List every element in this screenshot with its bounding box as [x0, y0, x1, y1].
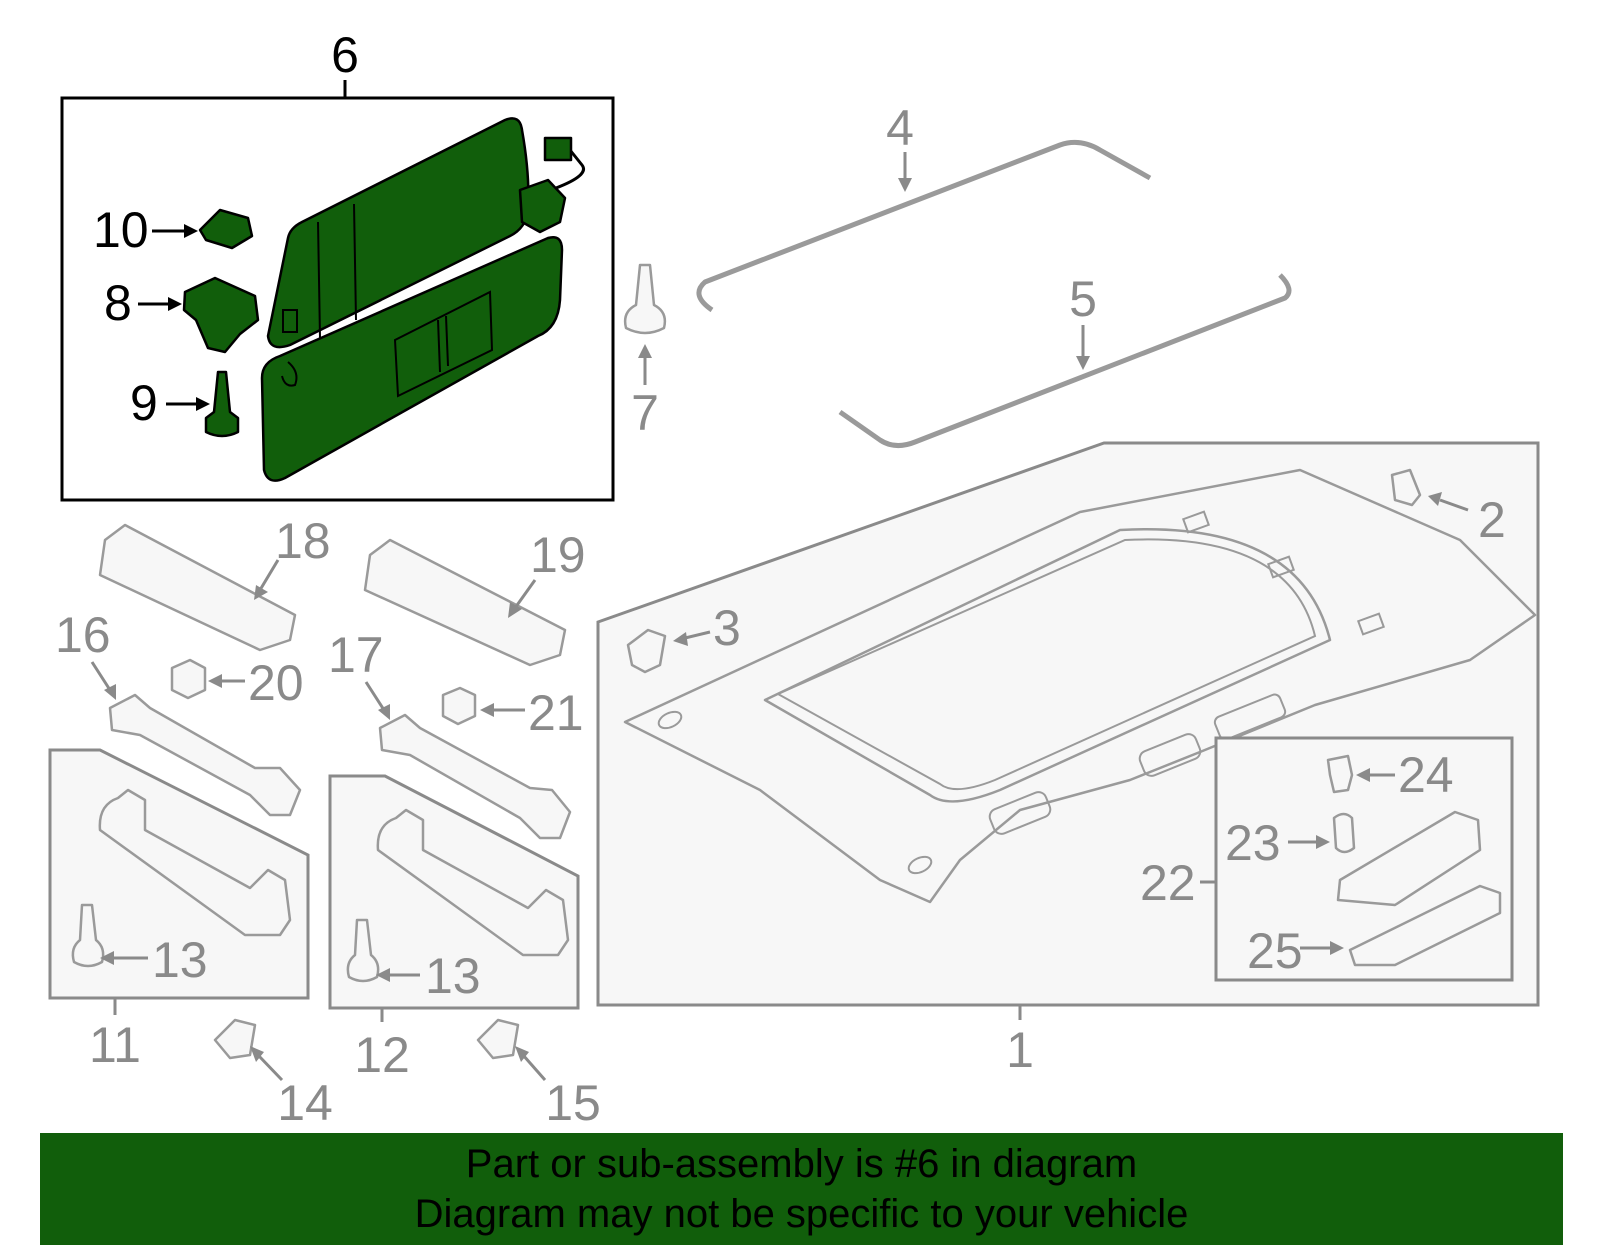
- seal-5-group: 5: [838, 271, 1292, 448]
- clip-10[interactable]: [198, 208, 254, 250]
- cap-15[interactable]: [476, 1018, 520, 1060]
- callout-20: 20: [248, 655, 304, 711]
- screw-13a[interactable]: [71, 903, 105, 968]
- handle-base-16[interactable]: [108, 693, 302, 817]
- seal-5[interactable]: [838, 273, 1292, 448]
- banner-line-1: Part or sub-assembly is #6 in diagram: [465, 1142, 1138, 1186]
- bracket-19[interactable]: [363, 538, 567, 667]
- callout-13b: 13: [425, 948, 481, 1004]
- callout-4: 4: [886, 100, 914, 156]
- seal-4-group: 4: [696, 100, 1152, 313]
- handle-base-17-group: 17: [328, 627, 572, 840]
- callout-11: 11: [89, 1017, 141, 1073]
- banner-line-2: Diagram may not be specific to your vehi…: [414, 1192, 1189, 1236]
- grab-handle-11[interactable]: [98, 788, 292, 937]
- visor-hinge: [518, 178, 567, 234]
- callout-17: 17: [328, 627, 384, 683]
- handle-base-16-group: 16: [55, 607, 302, 817]
- info-banner: Part or sub-assembly is #6 in diagram Di…: [40, 1133, 1563, 1245]
- callout-3: 3: [713, 600, 741, 656]
- cap-14[interactable]: [213, 1018, 257, 1060]
- clip-2[interactable]: [1390, 468, 1422, 507]
- bracket-19-group: 19 21: [363, 527, 586, 741]
- cap-15-group: 15: [476, 1018, 601, 1131]
- sun-visor-upper[interactable]: [266, 117, 530, 349]
- callout-5: 5: [1069, 271, 1097, 327]
- callout-8: 8: [104, 275, 132, 331]
- callout-14: 14: [277, 1075, 333, 1131]
- sun-visor-group-box: 6 10 8 9: [60, 27, 615, 502]
- grab-handle-11-box: 11 13: [48, 748, 310, 1073]
- bulb-23[interactable]: [1332, 812, 1356, 854]
- callout-7: 7: [631, 385, 659, 441]
- callout-12: 12: [354, 1027, 410, 1083]
- clip-3[interactable]: [626, 628, 667, 674]
- callout-25: 25: [1247, 923, 1303, 979]
- callout-15: 15: [545, 1075, 601, 1131]
- sun-visor-lower[interactable]: [260, 236, 564, 482]
- nut-21[interactable]: [441, 686, 477, 726]
- screw-13b[interactable]: [346, 918, 380, 983]
- callout-13a: 13: [152, 932, 208, 988]
- bracket-18[interactable]: [98, 523, 297, 652]
- visor-connector: [543, 136, 573, 162]
- callout-22: 22: [1140, 855, 1196, 911]
- clip-24[interactable]: [1326, 754, 1354, 794]
- callout-2: 2: [1478, 492, 1506, 548]
- callout-16: 16: [55, 607, 111, 663]
- callout-1: 1: [1006, 1022, 1034, 1078]
- callout-9: 9: [130, 375, 158, 431]
- callout-23: 23: [1225, 815, 1281, 871]
- callout-6: 6: [331, 27, 359, 83]
- headliner-group-box: 1 2 3 22 24 23: [596, 441, 1540, 1078]
- screw-7-group: 7: [623, 263, 667, 441]
- dome-lamp[interactable]: [1336, 810, 1482, 907]
- screw-9[interactable]: [204, 370, 240, 438]
- cap-14-group: 14: [213, 1018, 333, 1131]
- bracket-8[interactable]: [182, 276, 260, 354]
- lamp-lens-25[interactable]: [1348, 884, 1502, 967]
- seal-4[interactable]: [696, 139, 1152, 313]
- bracket-18-group: 18 20: [98, 513, 331, 711]
- screw-7[interactable]: [623, 263, 667, 335]
- callout-19: 19: [530, 527, 586, 583]
- callout-21: 21: [528, 685, 584, 741]
- nut-20[interactable]: [170, 658, 207, 700]
- handle-base-17[interactable]: [378, 713, 572, 840]
- grab-handle-12-box: 12 13: [328, 774, 580, 1083]
- grab-handle-12[interactable]: [376, 808, 570, 957]
- callout-24: 24: [1398, 747, 1454, 803]
- callout-18: 18: [275, 513, 331, 569]
- callout-10: 10: [93, 202, 149, 258]
